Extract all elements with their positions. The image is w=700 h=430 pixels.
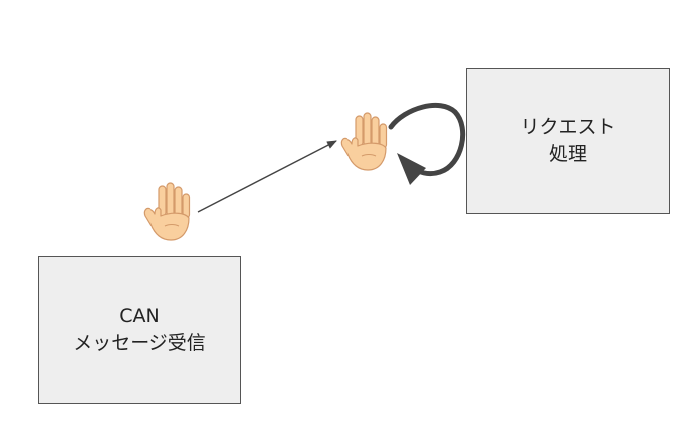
can-message-receive-box: CAN メッセージ受信 — [38, 256, 241, 404]
request-processing-box: リクエスト 処理 — [466, 68, 670, 214]
request-box-line2: 処理 — [548, 143, 587, 165]
loop-arrowhead — [397, 153, 426, 185]
loop-arrow — [388, 102, 466, 177]
raised-hand-icon — [143, 182, 191, 241]
request-box-line1: リクエスト — [520, 116, 616, 138]
can-box-line2: メッセージ受信 — [73, 332, 206, 354]
can-box-line1: CAN — [119, 305, 160, 327]
raised-hand-icon — [340, 112, 388, 171]
transition-arrow — [197, 140, 337, 213]
